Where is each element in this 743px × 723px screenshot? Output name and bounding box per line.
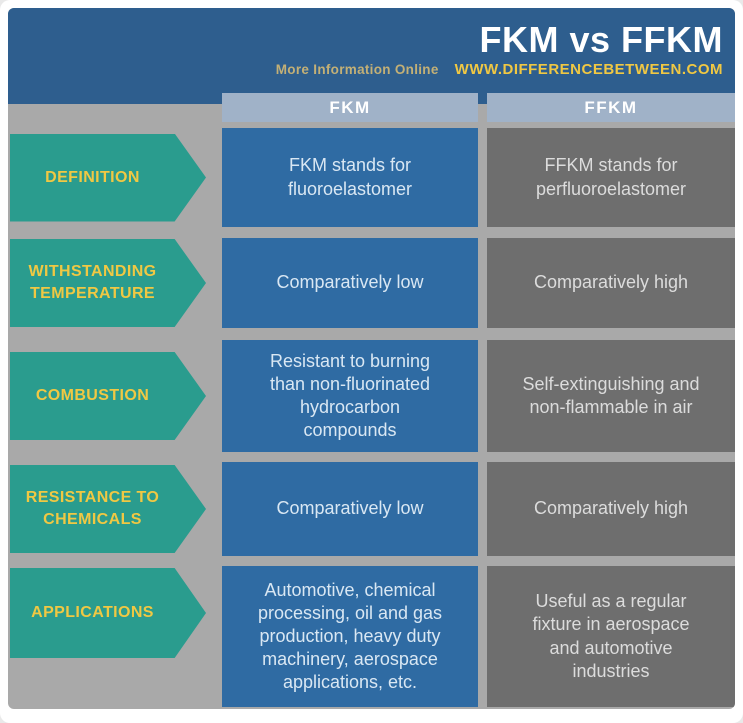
row-label-column: DEFINITION [8, 128, 222, 227]
row-label-column: APPLICATIONS [8, 566, 222, 707]
ffkm-cell: Comparatively high [487, 462, 735, 556]
ffkm-cell: Comparatively high [487, 238, 735, 328]
column-headers: FKM FFKM [8, 93, 735, 122]
column-header-spacer [8, 93, 222, 122]
ffkm-cell: FFKM stands for perfluoroelastomer [487, 128, 735, 227]
fkm-cell-text: Resistant to burning than non-fluorinate… [269, 350, 431, 441]
row-label: APPLICATIONS [31, 604, 154, 622]
comparison-infographic: FKM vs FFKM More Information Online WWW.… [8, 8, 735, 709]
ffkm-cell-text: Self-extinguishing and non-flammable in … [522, 373, 700, 417]
fkm-cell-text: Comparatively low [276, 272, 424, 293]
ffkm-cell-text: Useful as a regular fixture in aerospace… [532, 591, 690, 681]
row-label-arrow: APPLICATIONS [10, 568, 206, 658]
column-gap [478, 566, 487, 707]
row-label: WITHSTANDING TEMPERATURE [28, 263, 157, 302]
fkm-cell: Comparatively low [222, 238, 478, 328]
header: FKM vs FFKM More Information Online WWW.… [8, 8, 735, 104]
fkm-cell: Resistant to burning than non-fluorinate… [222, 340, 478, 452]
ffkm-cell-text: FFKM stands for perfluoroelastomer [535, 155, 687, 199]
row-label-column: COMBUSTION [8, 340, 222, 452]
ffkm-cell: Self-extinguishing and non-flammable in … [487, 340, 735, 452]
row-label: DEFINITION [45, 168, 140, 186]
ffkm-cell-text: Comparatively high [533, 498, 689, 519]
fkm-cell: Comparatively low [222, 462, 478, 556]
fkm-cell: Automotive, chemical processing, oil and… [222, 566, 478, 707]
ffkm-cell: Useful as a regular fixture in aerospace… [487, 566, 735, 707]
row-label-arrow: DEFINITION [10, 133, 206, 222]
row-label-arrow: WITHSTANDING TEMPERATURE [10, 239, 206, 327]
fkm-cell: FKM stands for fluoroelastomer [222, 128, 478, 227]
column-gap [478, 93, 487, 122]
fkm-cell-text: FKM stands for fluoroelastomer [287, 155, 413, 199]
header-subline: More Information Online WWW.DIFFERENCEBE… [276, 61, 723, 78]
website-url: WWW.DIFFERENCEBETWEEN.COM [454, 60, 723, 78]
fkm-cell-text: Automotive, chemical processing, oil and… [257, 579, 443, 693]
table-row-resistance-to-chemicals: RESISTANCE TO CHEMICALS Comparatively lo… [8, 462, 735, 556]
column-gap [478, 340, 487, 452]
row-label-arrow: RESISTANCE TO CHEMICALS [10, 465, 206, 553]
row-label-column: WITHSTANDING TEMPERATURE [8, 238, 222, 328]
table-row-definition: DEFINITION FKM stands for fluoroelastome… [8, 128, 735, 227]
column-gap [478, 128, 487, 227]
page-title: FKM vs FFKM [479, 19, 723, 60]
row-label: COMBUSTION [35, 387, 150, 405]
table-row-applications: APPLICATIONS Automotive, chemical proces… [8, 566, 735, 707]
table-row-combustion: COMBUSTION Resistant to burning than non… [8, 340, 735, 452]
ffkm-cell-text: Comparatively high [533, 272, 689, 293]
table-row-withstanding-temperature: WITHSTANDING TEMPERATURE Comparatively l… [8, 238, 735, 328]
column-header-ffkm: FFKM [487, 93, 735, 122]
comparison-rows: DEFINITION FKM stands for fluoroelastome… [8, 128, 735, 707]
column-gap [478, 462, 487, 556]
fkm-cell-text: Comparatively low [276, 498, 424, 519]
column-header-fkm: FKM [222, 93, 478, 122]
column-gap [478, 238, 487, 328]
row-label-column: RESISTANCE TO CHEMICALS [8, 462, 222, 556]
row-label: RESISTANCE TO CHEMICALS [25, 489, 160, 528]
tagline-text: More Information Online [275, 61, 439, 77]
row-label-arrow: COMBUSTION [10, 352, 206, 440]
